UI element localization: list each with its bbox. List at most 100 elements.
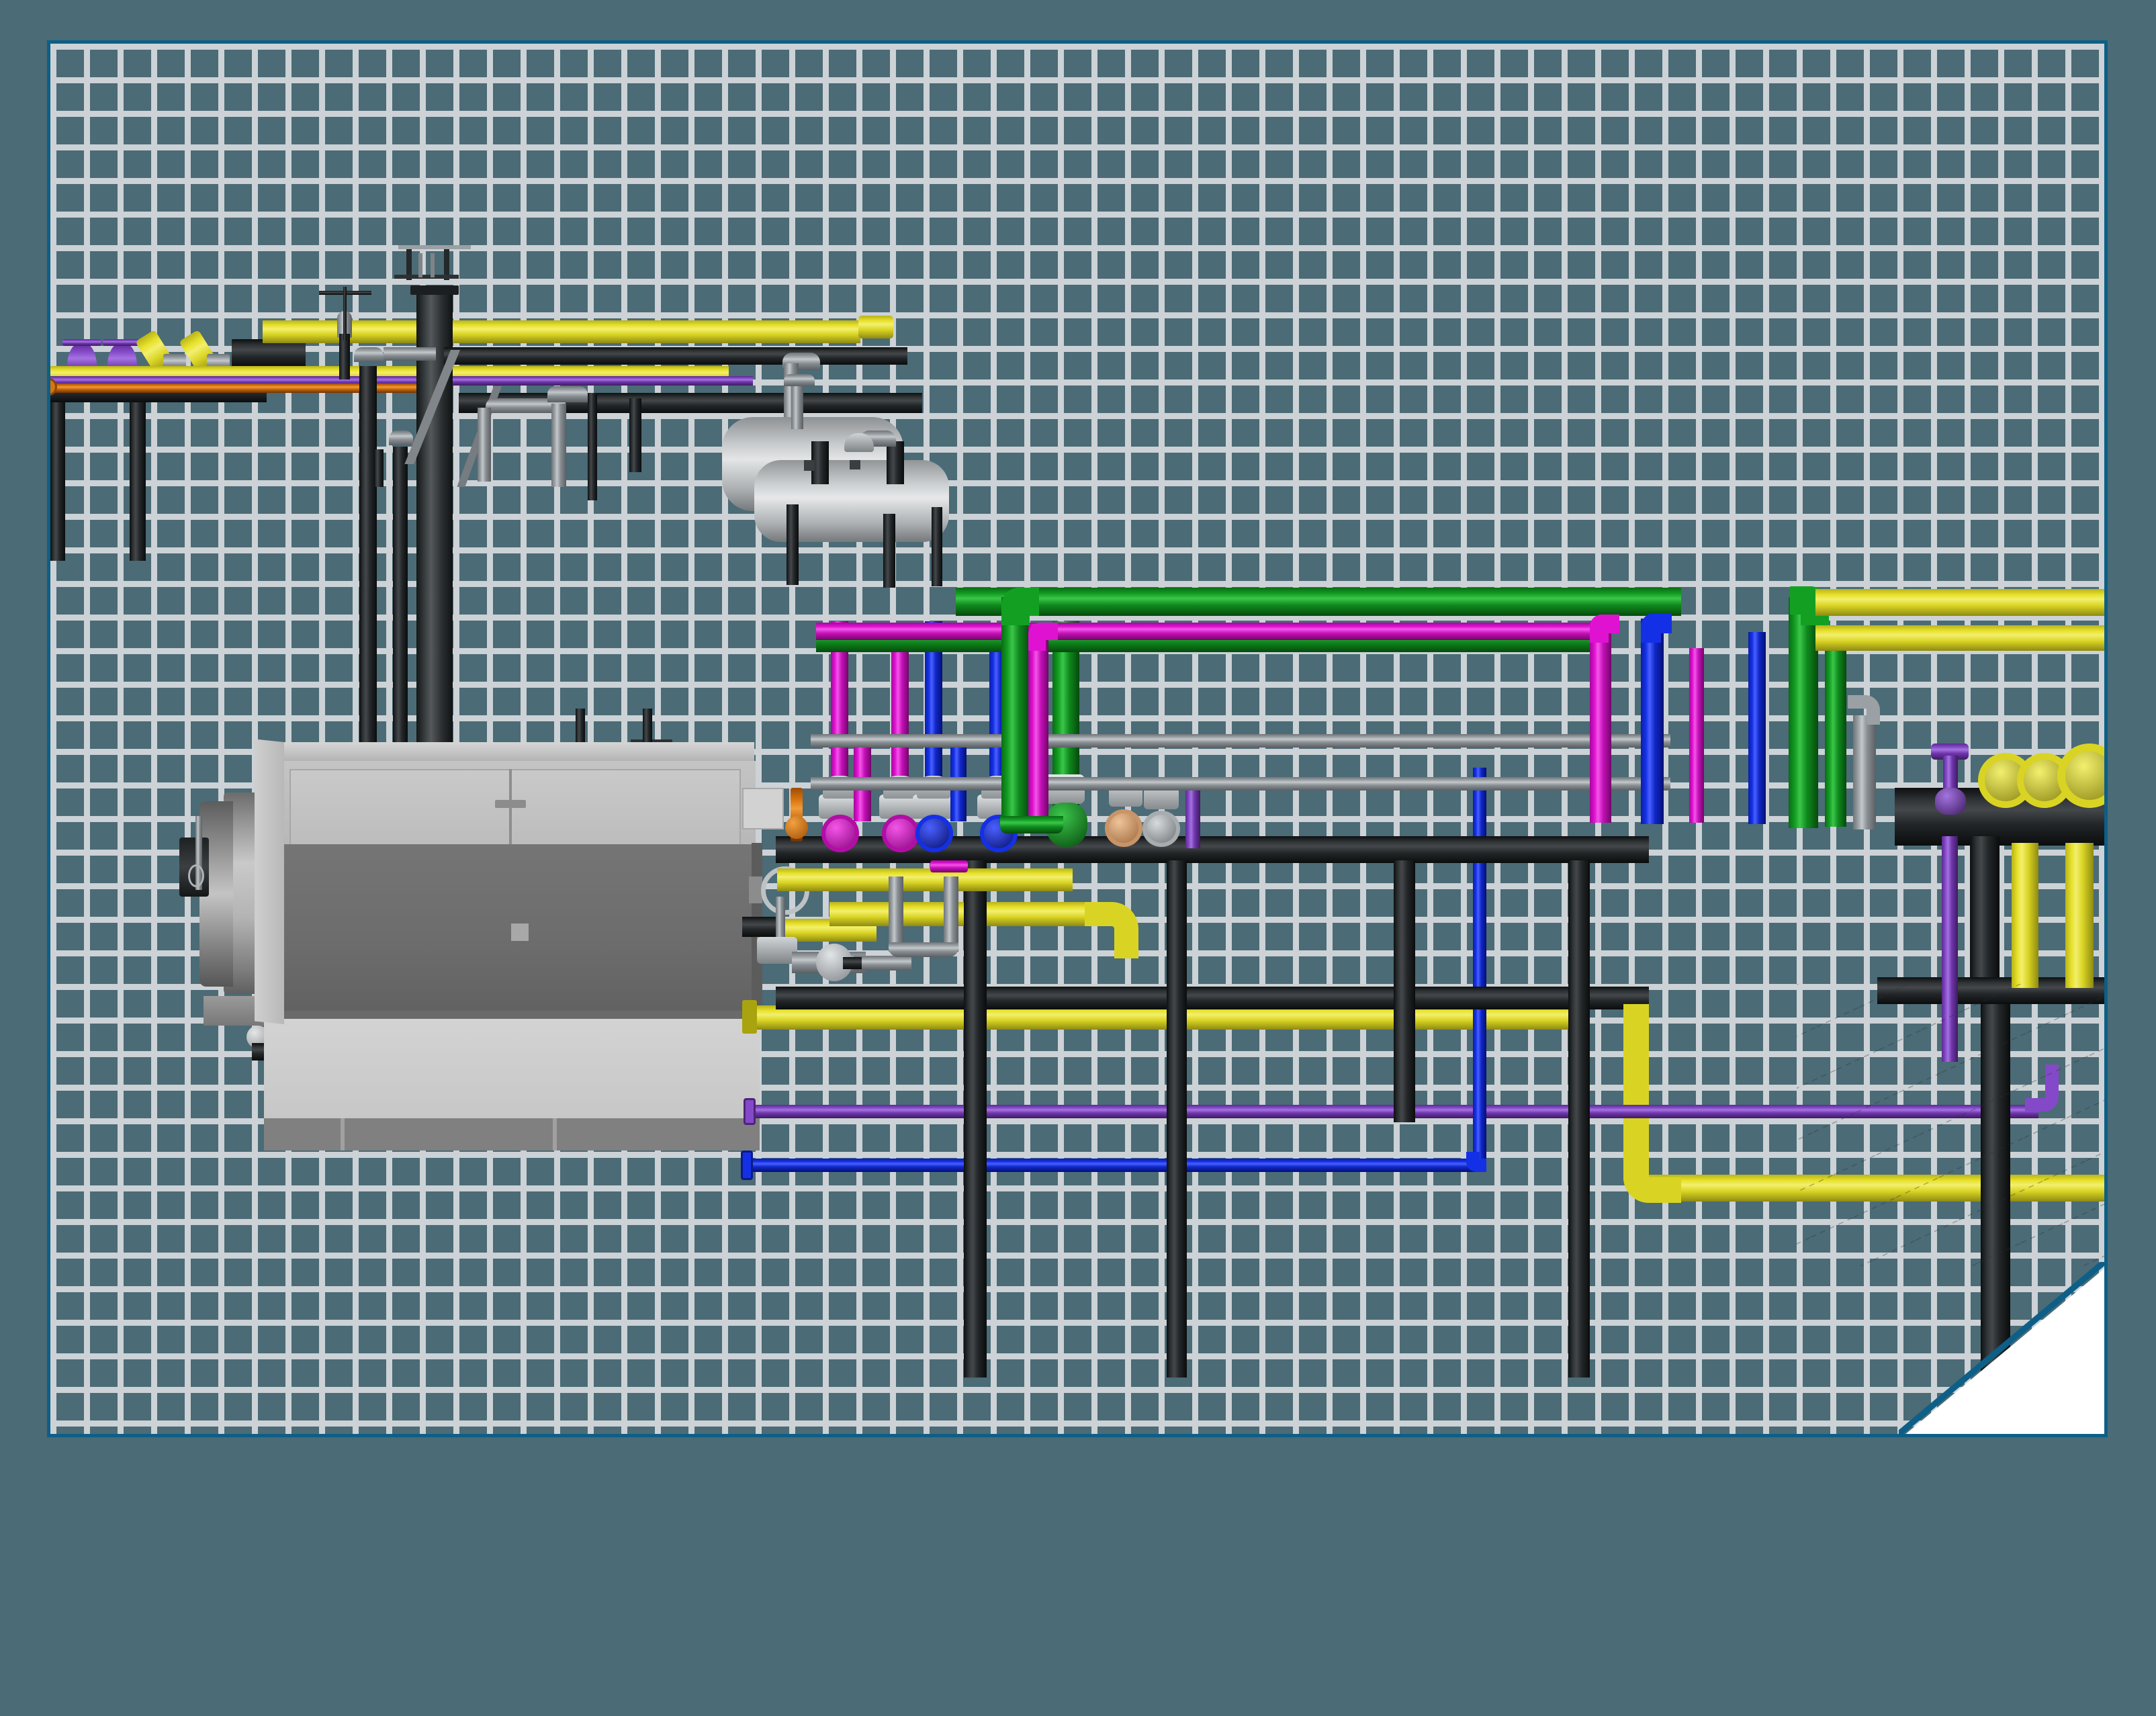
blue-vertical-right-b	[1748, 632, 1766, 824]
exhaust-stack-rim	[410, 285, 459, 295]
magenta-vertical-right	[1590, 621, 1611, 823]
valve-magenta-1-flange	[821, 815, 859, 852]
small-black-stub	[374, 449, 384, 487]
pipe-rack-left-column-a	[50, 400, 65, 561]
plant-model-group: —●●●	[50, 44, 2104, 1434]
stack-sample-port-a	[418, 253, 422, 277]
duct-drop-b	[551, 404, 566, 487]
duct-support-hanger	[588, 393, 597, 500]
stack-platform-grating	[398, 245, 471, 249]
blue-riser-right	[1473, 768, 1486, 1164]
drum-support-b	[883, 514, 895, 588]
pipe-rack-left-column-b	[130, 400, 146, 561]
valve-copper-1-flange	[1105, 809, 1142, 847]
grey-service-line-lower	[811, 777, 1670, 791]
green-vertical-right-b	[1825, 625, 1846, 827]
valve-grey-1-flange	[1142, 811, 1180, 847]
drum-manway-cover	[844, 433, 874, 452]
rack-pipe-orange	[50, 383, 421, 393]
riser-b-elbow	[389, 431, 413, 445]
hrsg-access-doors	[289, 769, 741, 848]
stack-platform-post-b	[444, 249, 449, 280]
hrsg-door-latch	[495, 800, 526, 808]
relief-valve-violet-1-top-flange	[62, 339, 101, 346]
blue-elbow-right	[1641, 613, 1672, 643]
valve-magenta-2-flange	[882, 815, 919, 852]
control-valve-stem	[776, 897, 785, 937]
yellow-pipe-elbow-down	[1085, 902, 1138, 958]
valve-rack-column-c	[1394, 860, 1415, 1122]
main-yellow-header-joint	[858, 316, 893, 338]
drum-nozzle-b	[887, 441, 904, 484]
vent-valve-shaft	[343, 287, 347, 341]
violet-stub-body	[1935, 788, 1966, 815]
valve-blue-1-flange	[915, 815, 953, 852]
duct-shoe-post-b	[643, 709, 652, 746]
riser-a-elbow	[354, 347, 384, 362]
violet-stub-riser	[1185, 785, 1200, 848]
green-elbow-upper-left	[1001, 588, 1039, 625]
valve-rack-mid-beam	[776, 987, 1649, 1009]
louvered-inlet-base-split-b	[553, 1118, 557, 1150]
violet-header-flange	[744, 1098, 756, 1125]
duct-bend-b	[547, 386, 588, 402]
yellow-bottom-right-riser-elbow	[1623, 1004, 1681, 1203]
louvered-air-inlet	[264, 1019, 760, 1126]
blue-riser-elbow	[1466, 1152, 1486, 1172]
receiver-vessel	[754, 460, 949, 542]
grey-u-leg-a	[889, 876, 903, 952]
regulator-drain	[843, 957, 862, 969]
violet-stub-neck	[1943, 756, 1958, 795]
yellow-pipe-wall-sleeve	[742, 917, 777, 937]
magenta-vertical-right-b	[1689, 648, 1704, 823]
header-downcomer-b	[2065, 843, 2094, 988]
stack-platform-post-a	[406, 249, 412, 280]
louvered-inlet-base	[264, 1118, 760, 1150]
grey-service-line-upper	[811, 734, 1670, 748]
yellow-header-flange	[742, 1000, 757, 1034]
valve-rack-column-a	[964, 860, 987, 1378]
hrsg-door-split-line	[509, 769, 512, 848]
duct-drop-a	[478, 408, 491, 482]
drum-riser-elbow	[784, 374, 815, 386]
hrsg-sight-port	[511, 923, 529, 941]
grey-u-bend	[889, 942, 958, 957]
hrsg-nameplate	[742, 788, 784, 829]
ground-hatching	[1797, 984, 2104, 1266]
drum-riser	[791, 379, 803, 429]
header-downcomer-a	[2012, 843, 2038, 988]
orange-stub-handwheel	[785, 816, 808, 839]
valve-rack-column-d	[1568, 860, 1590, 1378]
blue-header-lower	[749, 1159, 1485, 1172]
control-valve-body	[757, 937, 797, 964]
magenta-header-top	[816, 623, 1595, 640]
yellow-loop-top	[777, 868, 1073, 891]
drum-nameplate-b	[850, 460, 860, 469]
magenta-u-top-flange	[930, 860, 968, 872]
louvered-inlet-base-split-a	[341, 1118, 345, 1150]
drum-nameplate-a	[804, 460, 815, 471]
grey-elbow-right	[1848, 695, 1880, 725]
green-header-top	[956, 588, 1681, 616]
blue-vertical-right-a	[1641, 619, 1664, 824]
blue-header-flange	[741, 1150, 753, 1180]
vent-valve-stem	[339, 334, 350, 379]
main-yellow-header-upper	[263, 320, 860, 343]
drum-support-a	[787, 504, 799, 585]
valve-rack-column-b	[1167, 860, 1187, 1378]
duct-bend-a	[486, 398, 566, 413]
rack-pipe-violet	[50, 376, 753, 386]
yellow-header-top-right-b	[1815, 625, 2104, 651]
duct-shoe-post-a	[576, 709, 585, 749]
riser-a-crossover	[384, 347, 436, 361]
yellow-header-top-right-a	[1815, 589, 2104, 616]
stack-platform-rail	[394, 275, 459, 279]
green-base-shoe	[1000, 816, 1063, 833]
junction-box-black	[232, 339, 306, 367]
grey-u-leg-b	[944, 876, 958, 952]
boiler-left-davit-arm	[195, 816, 202, 890]
regulator-outlet	[854, 956, 911, 970]
relief-valve-violet-2-top-flange	[103, 339, 142, 346]
hrsg-right-connection-box	[749, 876, 762, 903]
